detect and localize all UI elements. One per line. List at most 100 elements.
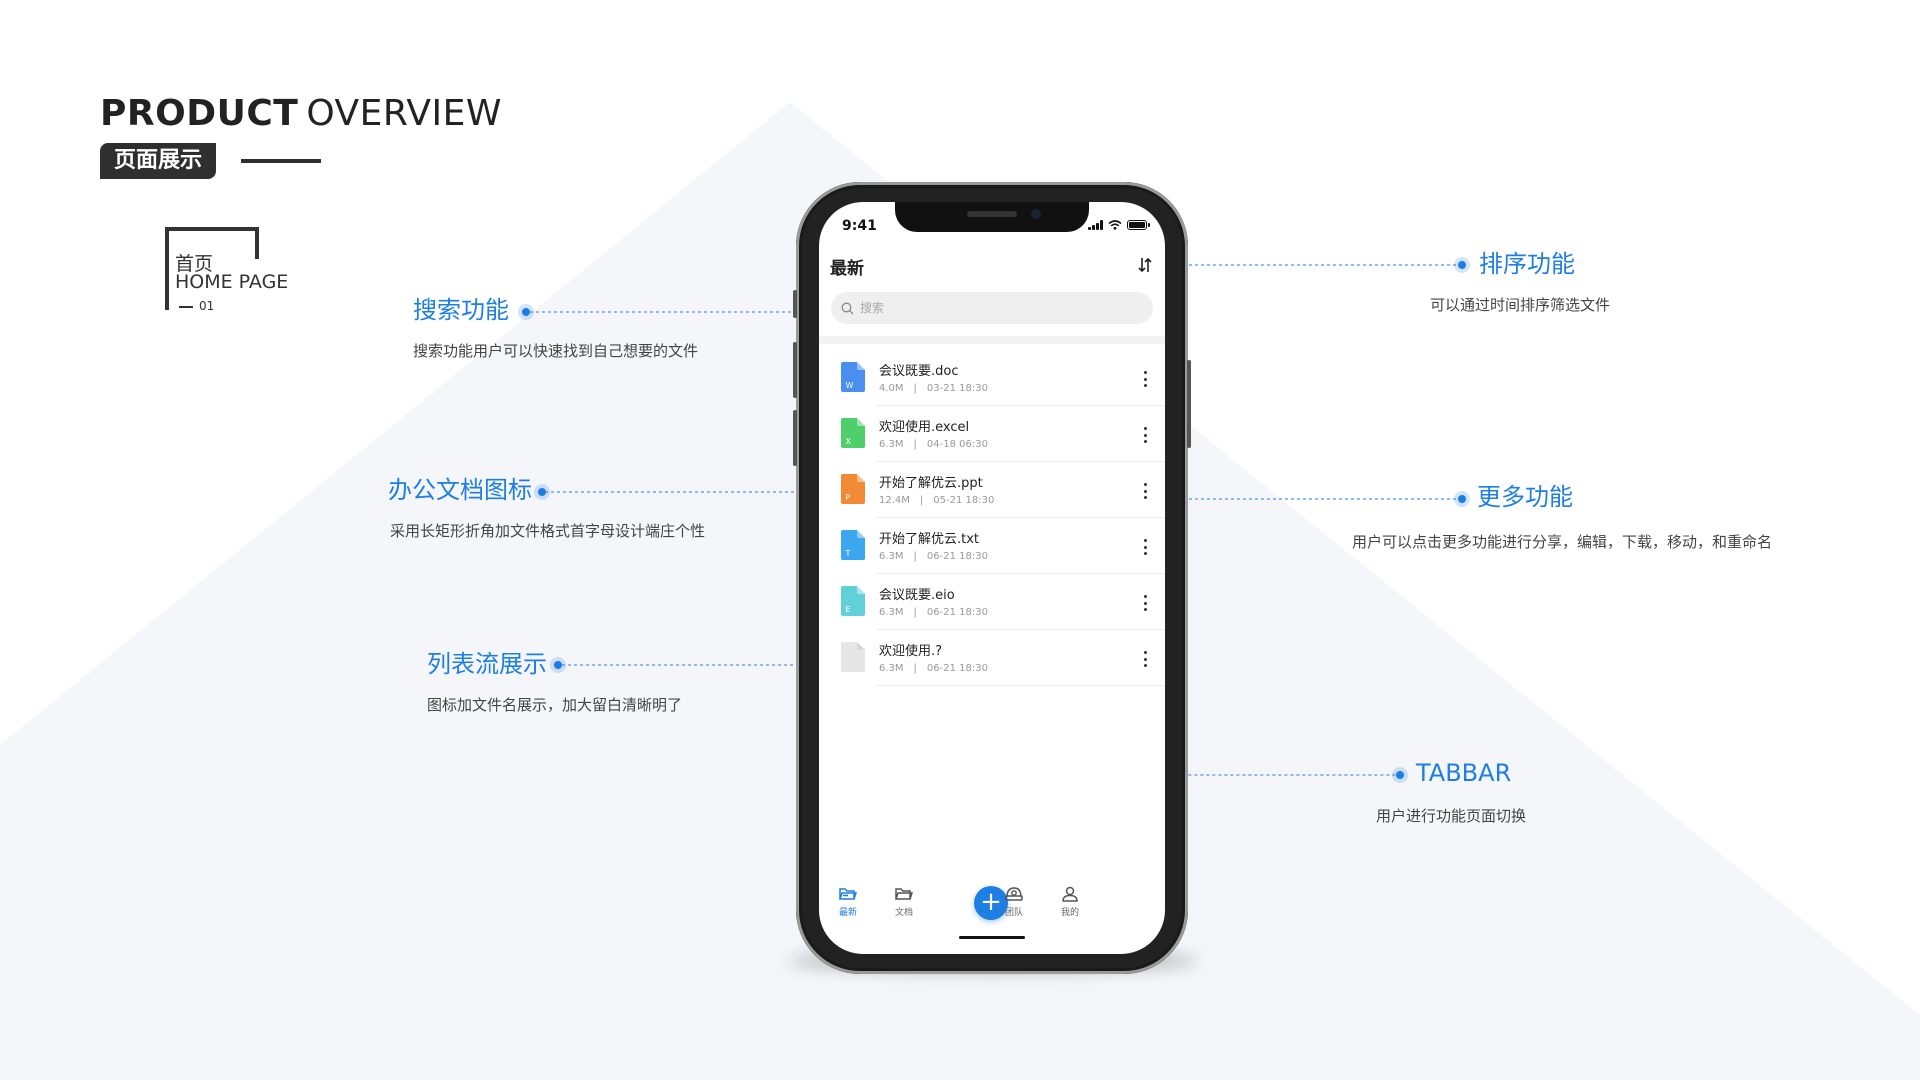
power-button: [1187, 360, 1191, 448]
file-icon: [841, 642, 865, 672]
more-options-icon[interactable]: [1137, 370, 1153, 388]
file-name: 开始了解优云.txt: [879, 532, 980, 547]
more-options-icon[interactable]: [1137, 650, 1153, 668]
callout-list-desc: 图标加文件名展示，加大留白清晰明了: [427, 696, 683, 714]
file-type-letter: T: [845, 549, 851, 558]
page-tag-cn: 首页: [175, 253, 214, 275]
file-row[interactable]: 欢迎使用.?6.3M|06-21 18:30: [819, 630, 1165, 686]
notch: [895, 202, 1089, 232]
file-meta: 4.0M|03-21 18:30: [879, 383, 988, 394]
callout-tabbar-desc: 用户进行功能页面切换: [1376, 807, 1527, 825]
file-date: 06-21 18:30: [926, 607, 988, 618]
heading-title-light: OVERVIEW: [306, 93, 503, 134]
file-size: 6.3M: [879, 663, 904, 674]
file-date: 03-21 18:30: [926, 383, 988, 394]
file-size: 6.3M: [879, 439, 904, 450]
file-meta: 12.4M|05-21 18:30: [879, 495, 995, 506]
divider-band: [819, 336, 1165, 344]
file-name: 会议既要.eio: [879, 588, 955, 603]
tab-2[interactable]: 团队: [989, 884, 1039, 918]
file-icon: X: [841, 418, 865, 448]
page-tag-number: 01: [179, 299, 214, 313]
file-date: 06-21 18:30: [926, 663, 988, 674]
file-size: 12.4M: [879, 495, 910, 506]
callout-icons-desc: 采用长矩形折角加文件格式首字母设计端庄个性: [390, 522, 706, 540]
status-icons: [1088, 220, 1150, 230]
callout-list-title: 列表流展示: [427, 650, 547, 678]
status-time: 9:41: [842, 218, 877, 234]
tab-label: 最新: [838, 908, 857, 918]
search-icon: [841, 302, 854, 314]
folder-open-icon: [839, 888, 858, 900]
file-size: 6.3M: [879, 607, 904, 618]
page-tag: 首页 HOME PAGE 01: [165, 227, 288, 313]
more-options-icon[interactable]: [1137, 482, 1153, 500]
callout-tabbar-dot: [1392, 767, 1408, 783]
file-row[interactable]: W 会议既要.doc 4.0M|03-21 18:30: [819, 350, 1165, 406]
file-meta: 6.3M|06-21 18:30: [879, 607, 988, 618]
callout-list-dot: [550, 657, 566, 673]
file-meta: 6.3M|06-21 18:30: [879, 663, 988, 674]
callout-search-desc: 搜索功能用户可以快速找到自己想要的文件: [413, 342, 699, 360]
callout-search-dot: [518, 304, 534, 320]
file-row[interactable]: P 开始了解优云.ppt 12.4M|05-21 18:30: [819, 462, 1165, 518]
tabbar: + 最新 文档团队 我的: [819, 878, 1165, 938]
file-type-letter: P: [846, 493, 851, 502]
file-icon: E: [841, 586, 865, 616]
sort-icon[interactable]: [1137, 256, 1153, 274]
battery-icon: [1127, 220, 1150, 230]
volume-up-button: [793, 342, 797, 398]
file-date: 05-21 18:30: [933, 495, 995, 506]
file-name: 开始了解优云.ppt: [879, 476, 983, 491]
search-bar[interactable]: [831, 292, 1153, 324]
page-tag-en: HOME PAGE: [175, 271, 289, 293]
heading-rule: [241, 159, 321, 163]
file-size: 4.0M: [879, 383, 904, 394]
tab-1[interactable]: 文档: [879, 884, 929, 918]
more-options-icon[interactable]: [1137, 594, 1153, 612]
file-type-letter: E: [846, 605, 851, 614]
file-row[interactable]: T 开始了解优云.txt 6.3M|06-21 18:30: [819, 518, 1165, 574]
more-options-icon[interactable]: [1137, 538, 1153, 556]
more-options-icon[interactable]: [1137, 426, 1153, 444]
add-button[interactable]: +: [974, 886, 1008, 920]
callout-icons-dot: [534, 484, 550, 500]
file-icon: W: [841, 362, 865, 392]
callout-tabbar-title: TABBAR: [1416, 759, 1512, 787]
heading-badge: 页面展示: [100, 143, 217, 179]
file-meta: 6.3M|06-21 18:30: [879, 551, 988, 562]
file-icon: P: [841, 474, 865, 504]
search-input[interactable]: [860, 301, 1120, 315]
file-row[interactable]: E 会议既要.eio 6.3M|06-21 18:30: [819, 574, 1165, 630]
callout-more-title: 更多功能: [1477, 483, 1573, 511]
callout-search-title: 搜索功能: [413, 296, 509, 324]
volume-down-button: [793, 410, 797, 466]
file-size: 6.3M: [879, 551, 904, 562]
tab-0[interactable]: 最新: [823, 884, 873, 918]
file-date: 06-21 18:30: [926, 551, 988, 562]
callout-sort-title: 排序功能: [1479, 250, 1575, 278]
team-icon: [1005, 887, 1023, 901]
user-icon: [1062, 886, 1078, 902]
wifi-icon: [1108, 220, 1122, 230]
home-indicator: [959, 936, 1025, 939]
file-type-letter: W: [846, 381, 854, 390]
tab-label: 团队: [1004, 908, 1023, 918]
callout-more-dot: [1454, 491, 1470, 507]
file-type-letter: X: [846, 437, 852, 446]
file-meta: 6.3M|04-18 06:30: [879, 439, 988, 450]
mute-switch: [793, 290, 797, 318]
file-name: 会议既要.doc: [879, 364, 959, 379]
callout-more-desc: 用户可以点击更多功能进行分享，编辑，下载，移动，和重命名: [1352, 533, 1773, 551]
file-date: 04-18 06:30: [926, 439, 988, 450]
callout-sort-dot: [1454, 257, 1470, 273]
file-icon: T: [841, 530, 865, 560]
signal-icon: [1088, 220, 1103, 230]
tab-3[interactable]: 我的: [1045, 884, 1095, 918]
folder-icon: [895, 888, 914, 900]
